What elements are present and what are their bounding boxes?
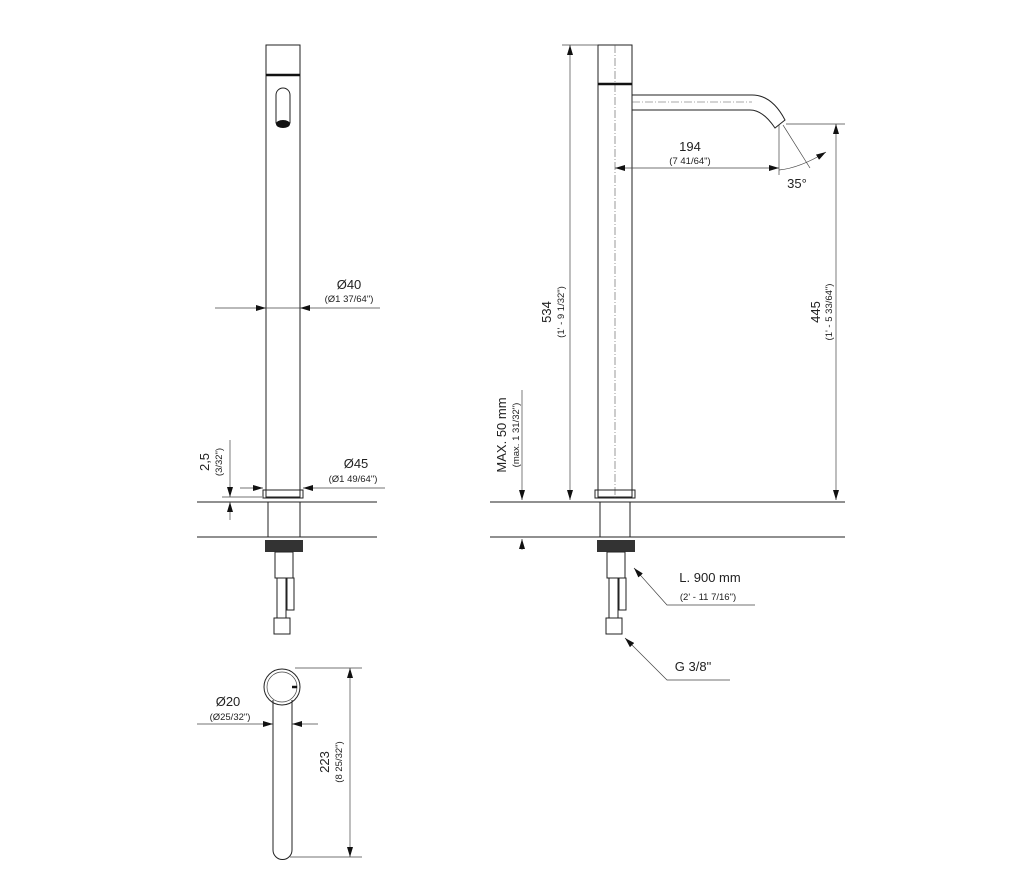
mounting-nut <box>597 540 635 552</box>
dim-handle-length-inch: (8 25/32") <box>334 741 345 782</box>
dim-outlet-height-inch: (1' - 5 33/64") <box>824 284 835 341</box>
dim-spout-angle: 35° <box>787 176 807 191</box>
sensor-window <box>275 87 291 124</box>
faucet-body <box>265 44 301 498</box>
dim-diameter-base: Ø45 <box>344 456 369 471</box>
handle-knob <box>263 668 301 706</box>
hose-length-inch: (2' - 11 7/16") <box>680 592 736 603</box>
hose <box>274 551 294 579</box>
dim-flange-height-inch: (3/32") <box>214 448 225 476</box>
dim-max-deck-inch: (max. 1 31/32") <box>511 403 522 468</box>
base-flange <box>262 489 304 499</box>
dim-total-height-inch: (1' - 9 1/32") <box>556 286 567 338</box>
hose <box>606 551 626 579</box>
handle-lever <box>272 700 293 860</box>
dim-outlet-height: 445 <box>808 301 823 323</box>
dim-spout-reach-inch: (7 41/64") <box>669 156 710 167</box>
dim-max-deck: MAX. 50 mm <box>494 397 509 472</box>
sensor-icon <box>276 120 290 128</box>
dim-handle-length: 223 <box>317 751 332 773</box>
side-view: 194 (7 41/64") 35° 445 (1' - 5 33/64") 5… <box>490 44 845 681</box>
spout <box>632 94 786 129</box>
dim-handle-diameter: Ø20 <box>216 694 241 709</box>
base-flange <box>594 489 636 499</box>
hose-length-label: L. 900 mm <box>679 570 740 585</box>
dim-flange-height: 2,5 <box>197 453 212 471</box>
dim-total-height: 534 <box>539 301 554 323</box>
dim-diameter-base-inch: (Ø1 49/64") <box>329 474 378 485</box>
hose-connector <box>273 617 291 635</box>
connection-label: G 3/8" <box>675 659 712 674</box>
dim-spout-reach: 194 <box>679 139 701 154</box>
mounting-nut <box>265 540 303 552</box>
hose-connector <box>605 617 623 635</box>
front-view: Ø40 (Ø1 37/64") Ø45 (Ø1 49/64") 2,5 (3/3… <box>197 44 385 635</box>
dim-diameter-top: Ø40 <box>337 277 362 292</box>
handle-view: Ø20 (Ø25/32") 223 (8 25/32") <box>197 667 362 860</box>
dim-handle-diameter-inch: (Ø25/32") <box>210 712 251 723</box>
dim-diameter-top-inch: (Ø1 37/64") <box>325 294 374 305</box>
